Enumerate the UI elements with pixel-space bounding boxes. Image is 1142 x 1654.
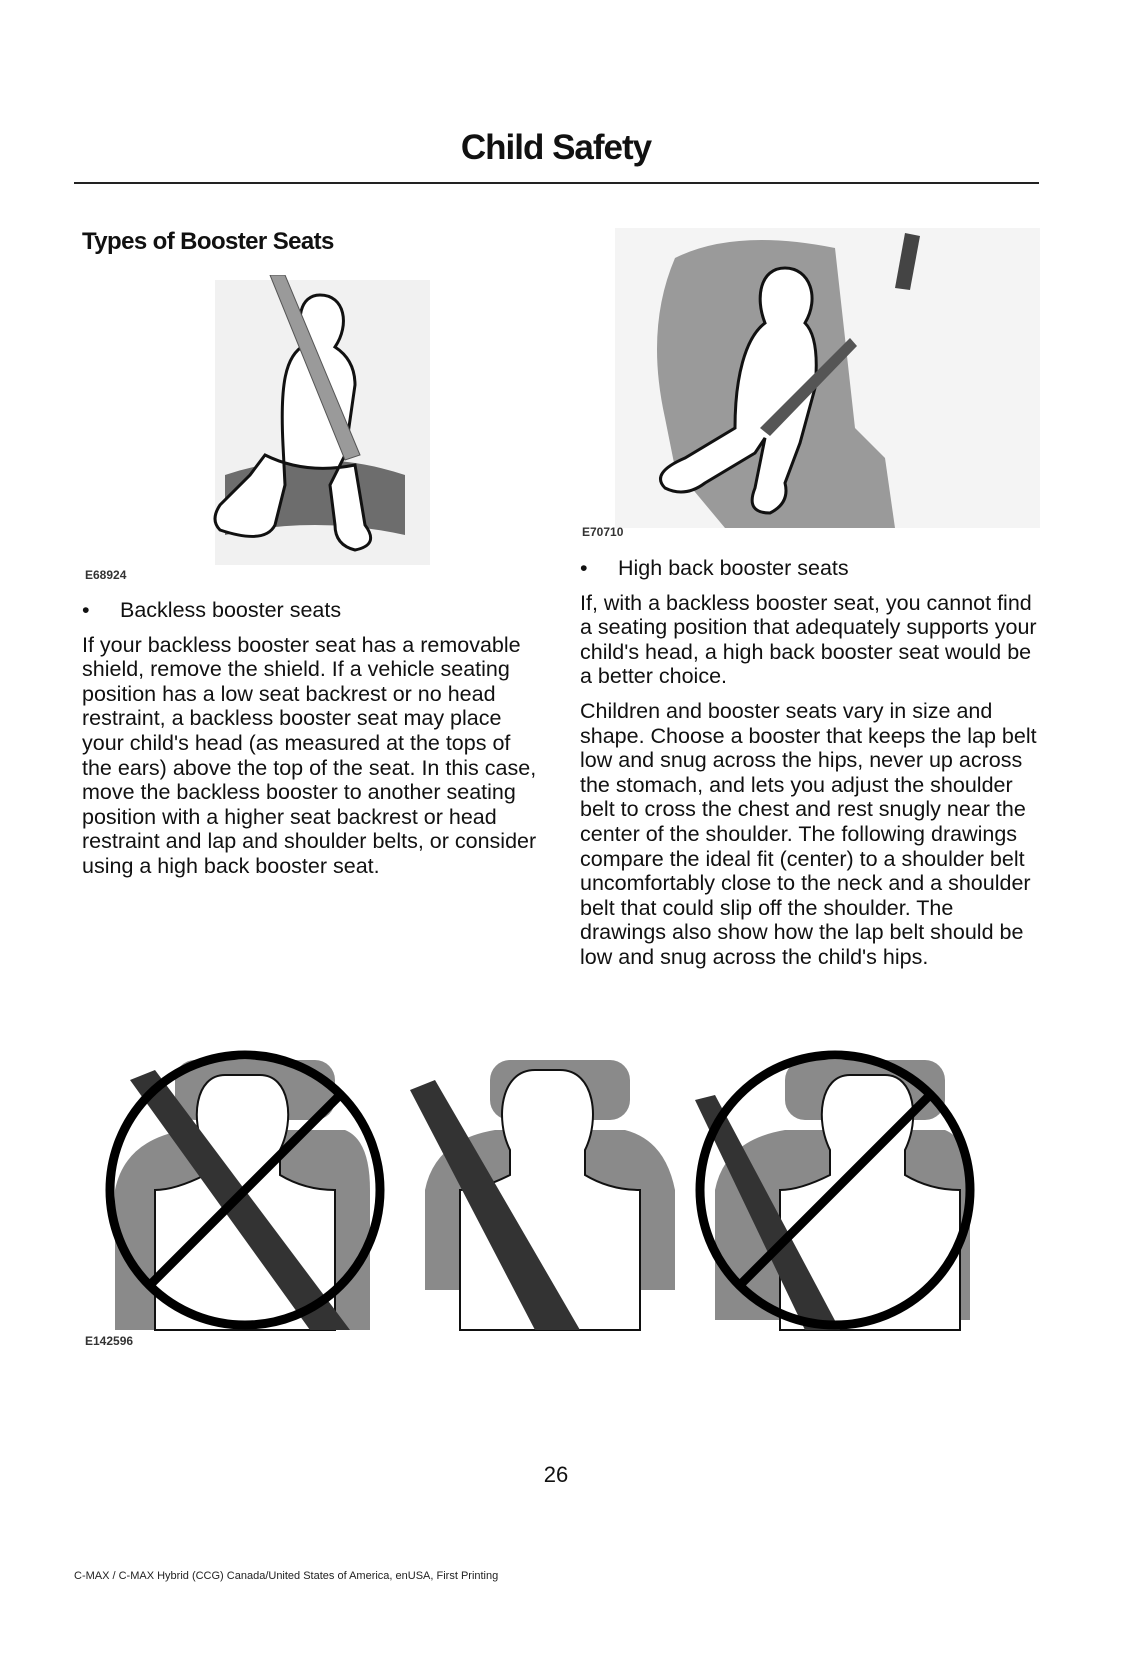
paragraph: Children and booster seats vary in size … — [580, 698, 1037, 969]
figure-code: E70710 — [582, 525, 624, 539]
page-title: Child Safety — [460, 128, 652, 167]
bullet-item: • Backless booster seats — [82, 598, 542, 623]
belt-off-shoulder — [695, 1050, 975, 1331]
footer-text: C-MAX / C-MAX Hybrid (CCG) Canada/United… — [74, 1570, 499, 1582]
belt-fit-comparison-illustration — [105, 1050, 975, 1331]
bullet-icon: • — [82, 598, 90, 622]
backless-booster-illustration — [213, 275, 430, 565]
figure-code: E142596 — [85, 1334, 134, 1348]
bullet-icon: • — [580, 556, 588, 580]
belt-too-close-to-neck — [105, 1050, 385, 1331]
right-column: • High back booster seats If, with a back… — [580, 556, 1040, 980]
header-divider — [74, 182, 1039, 184]
bullet-item: • High back booster seats — [580, 556, 1040, 581]
paragraph: If, with a backless booster seat, you ca… — [580, 590, 1037, 689]
paragraph: If your backless booster seat has a remo… — [82, 632, 537, 878]
left-column: • Backless booster seats If your backless… — [82, 598, 542, 889]
high-back-booster-illustration — [615, 228, 1040, 528]
bullet-text: Backless booster seats — [120, 598, 342, 622]
section-heading: Types of Booster Seats — [82, 228, 334, 255]
figure-code: E68924 — [85, 568, 127, 582]
page-number: 26 — [543, 1462, 569, 1487]
bullet-text: High back booster seats — [618, 556, 849, 580]
belt-ideal-fit — [410, 1060, 675, 1331]
